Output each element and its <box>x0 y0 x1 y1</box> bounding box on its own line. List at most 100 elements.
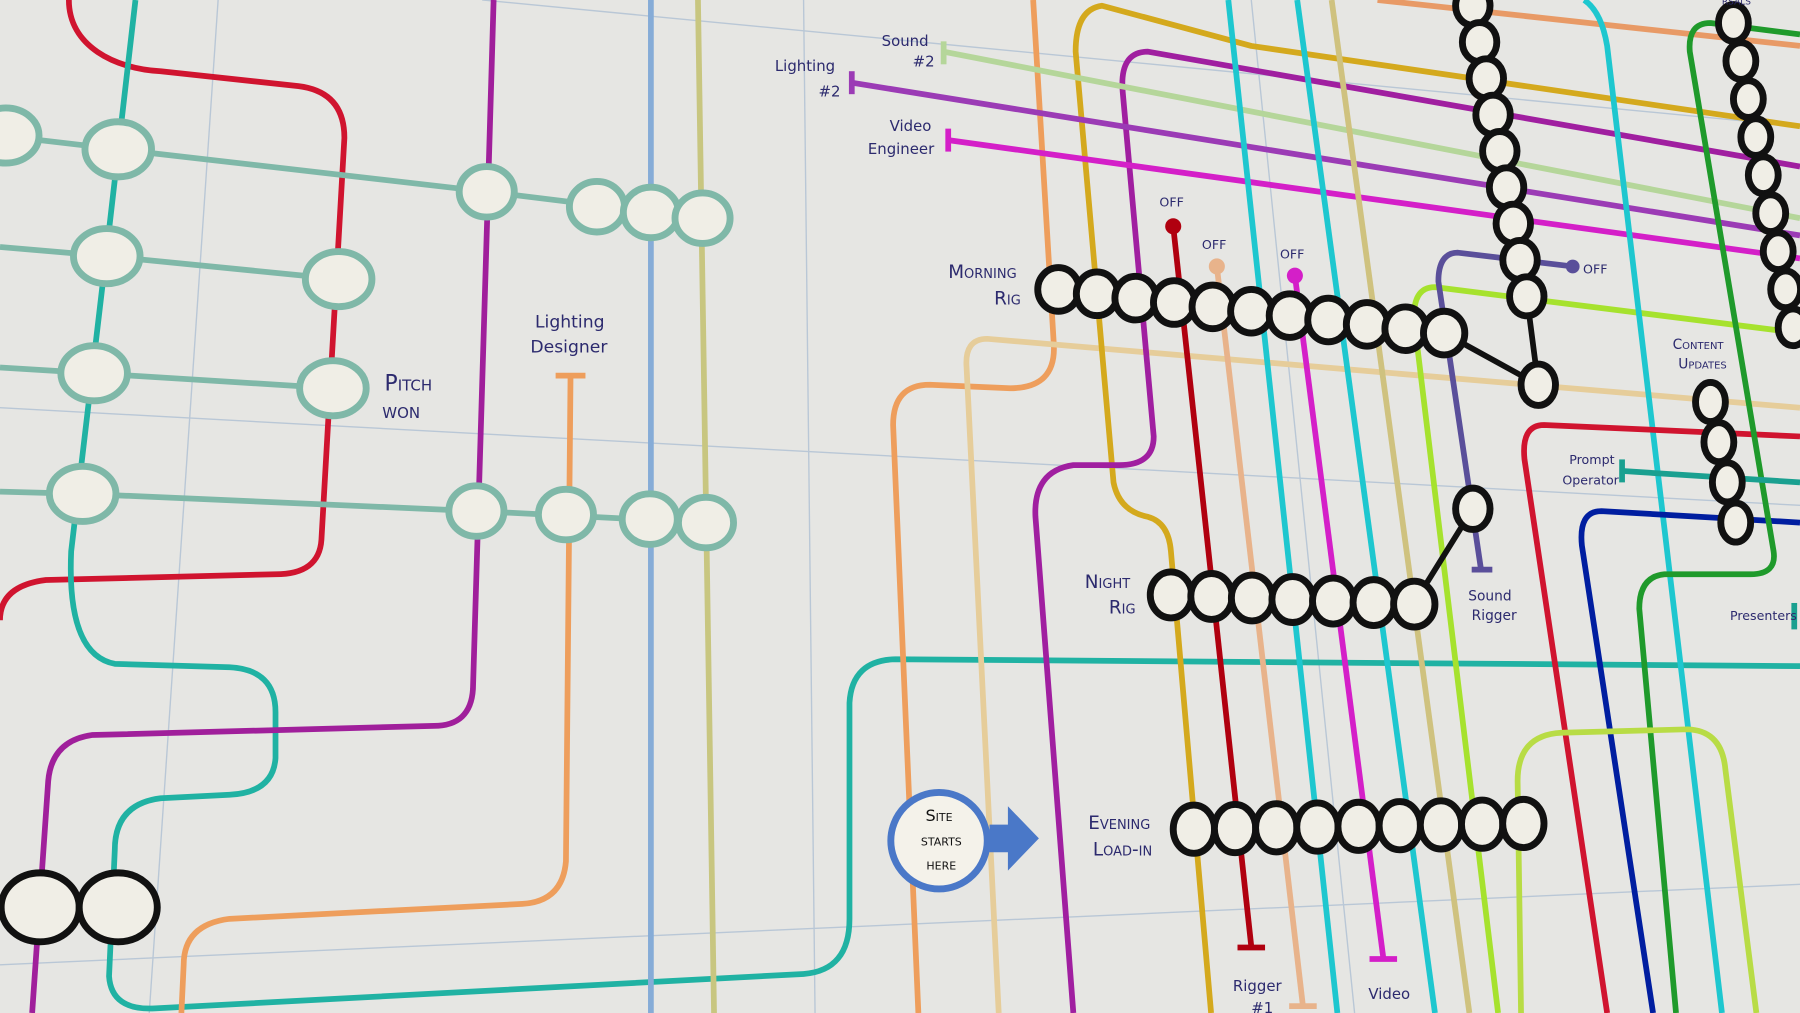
interchange-station-evening-load-in[interactable] <box>1458 796 1507 852</box>
interchange-station-morning-rig[interactable] <box>1072 268 1122 320</box>
interchange-station-morning-rig[interactable] <box>1381 303 1430 354</box>
line-teal <box>67 0 1800 1012</box>
label-video-partial: Video <box>1368 985 1410 1003</box>
interchange-station-morning-rig[interactable] <box>1034 264 1083 315</box>
site-label-1: Site <box>925 806 952 825</box>
interchange-station[interactable] <box>1700 419 1738 466</box>
interchange-station[interactable] <box>1517 360 1559 409</box>
interchange-station-morning-rig[interactable] <box>1420 307 1469 359</box>
interchange-station[interactable] <box>1452 484 1494 533</box>
interchange-station[interactable] <box>1737 115 1775 159</box>
interchange-station[interactable] <box>1472 91 1514 138</box>
interchange-station[interactable] <box>1492 200 1534 247</box>
interchange-station-morning-rig[interactable] <box>1304 294 1353 346</box>
interchange-station-night-rig[interactable] <box>1227 571 1277 625</box>
interchange-station[interactable] <box>1506 273 1548 320</box>
interchange-station[interactable] <box>1485 164 1528 211</box>
interchange-station-evening-load-in[interactable] <box>1252 800 1301 856</box>
interchange-station-night-rig[interactable] <box>1187 570 1236 623</box>
station[interactable] <box>534 485 597 544</box>
stations <box>0 0 1800 946</box>
interchange-station[interactable] <box>1692 379 1729 425</box>
line-sage-2 <box>0 244 339 282</box>
station[interactable] <box>57 342 131 405</box>
label-prompt-operator: Prompt <box>1569 452 1614 467</box>
label-sound-2: Sound <box>882 32 929 50</box>
line-gold-top <box>1072 2 1800 1013</box>
station[interactable] <box>618 490 681 548</box>
station[interactable] <box>671 189 734 247</box>
label-sound-2-num: #2 <box>913 53 935 71</box>
station[interactable] <box>455 163 518 221</box>
interchange-station-night-rig[interactable] <box>1268 573 1317 626</box>
interchange-station-morning-rig[interactable] <box>1227 285 1276 337</box>
interchange-station[interactable] <box>1744 153 1782 197</box>
station[interactable] <box>445 482 508 540</box>
station[interactable] <box>565 178 628 236</box>
interchange-station-evening-load-in[interactable] <box>1169 801 1218 857</box>
label-content-updates-2: Updates <box>1678 357 1726 373</box>
interchange-station[interactable] <box>1722 39 1760 83</box>
line-cyan-right <box>1582 0 1725 1013</box>
interchange-station[interactable] <box>1479 128 1521 175</box>
interchange-station[interactable] <box>1752 191 1790 236</box>
interchange-station[interactable] <box>0 869 83 946</box>
line-navy <box>1578 508 1800 1013</box>
interchange-station-night-rig[interactable] <box>1146 568 1196 622</box>
line-purple-right <box>1032 48 1800 1013</box>
interchange-station-morning-rig[interactable] <box>1150 277 1199 328</box>
station[interactable] <box>0 104 43 167</box>
station[interactable] <box>70 225 144 288</box>
line-purple-left <box>29 0 497 1013</box>
line-orange-left <box>178 375 574 1013</box>
label-sound-rigger: Sound <box>1468 589 1511 605</box>
station[interactable] <box>81 118 155 181</box>
interchange-station-morning-rig[interactable] <box>1265 290 1314 341</box>
line-sage-3 <box>0 364 334 392</box>
interchange-station-night-rig[interactable] <box>1390 577 1439 631</box>
line-peach <box>1213 266 1306 1007</box>
interchange-station[interactable] <box>1729 77 1767 121</box>
label-lighting-designer: Lighting <box>535 312 605 332</box>
label-morning-rig-2: Rig <box>994 288 1021 309</box>
station[interactable] <box>301 248 376 311</box>
label-off-magenta: OFF <box>1280 246 1304 261</box>
interchange-station[interactable] <box>1715 1 1752 45</box>
station[interactable] <box>45 462 120 525</box>
label-morning-rig: Morning <box>948 262 1016 283</box>
interchange-station[interactable] <box>1458 19 1501 66</box>
site-starts-here-marker[interactable]: Site starts here <box>887 789 1039 893</box>
interchange-station[interactable] <box>1499 237 1541 283</box>
interchange-station[interactable] <box>1767 267 1800 312</box>
off-terminals <box>1165 218 1580 284</box>
interchange-station-evening-load-in[interactable] <box>1293 799 1342 855</box>
interchange-station[interactable] <box>1717 499 1755 546</box>
interchange-station-morning-rig[interactable] <box>1188 281 1237 333</box>
interchange-station[interactable] <box>1774 305 1800 350</box>
station[interactable] <box>296 357 370 420</box>
interchange-station-night-rig[interactable] <box>1309 574 1358 628</box>
interchange-station[interactable] <box>75 869 161 946</box>
label-off-peach: OFF <box>1202 237 1226 252</box>
label-evening-load-in: Evening <box>1088 813 1150 834</box>
line-video-engineer <box>947 137 1800 262</box>
interchange-station-evening-load-in[interactable] <box>1416 797 1466 853</box>
label-off-indigo: OFF <box>1583 261 1607 276</box>
interchange-station-evening-load-in[interactable] <box>1334 798 1383 854</box>
interchange-station-morning-rig[interactable] <box>1111 272 1160 324</box>
label-sound-rigger-2: Rigger <box>1472 608 1517 624</box>
interchange-station-morning-rig[interactable] <box>1342 299 1392 350</box>
line-red-right <box>1521 422 1800 1013</box>
station[interactable] <box>675 493 737 552</box>
interchange-station-evening-load-in[interactable] <box>1210 800 1260 857</box>
interchange-station[interactable] <box>1708 459 1746 506</box>
label-video-engineer-2: Engineer <box>868 140 935 158</box>
interchange-station-evening-load-in[interactable] <box>1375 798 1424 854</box>
station[interactable] <box>619 183 682 242</box>
interchange-station-evening-load-in[interactable] <box>1499 795 1548 852</box>
interchange-station[interactable] <box>1759 229 1797 274</box>
interchange-station-night-rig[interactable] <box>1349 576 1398 630</box>
interchange-station[interactable] <box>1465 55 1507 102</box>
